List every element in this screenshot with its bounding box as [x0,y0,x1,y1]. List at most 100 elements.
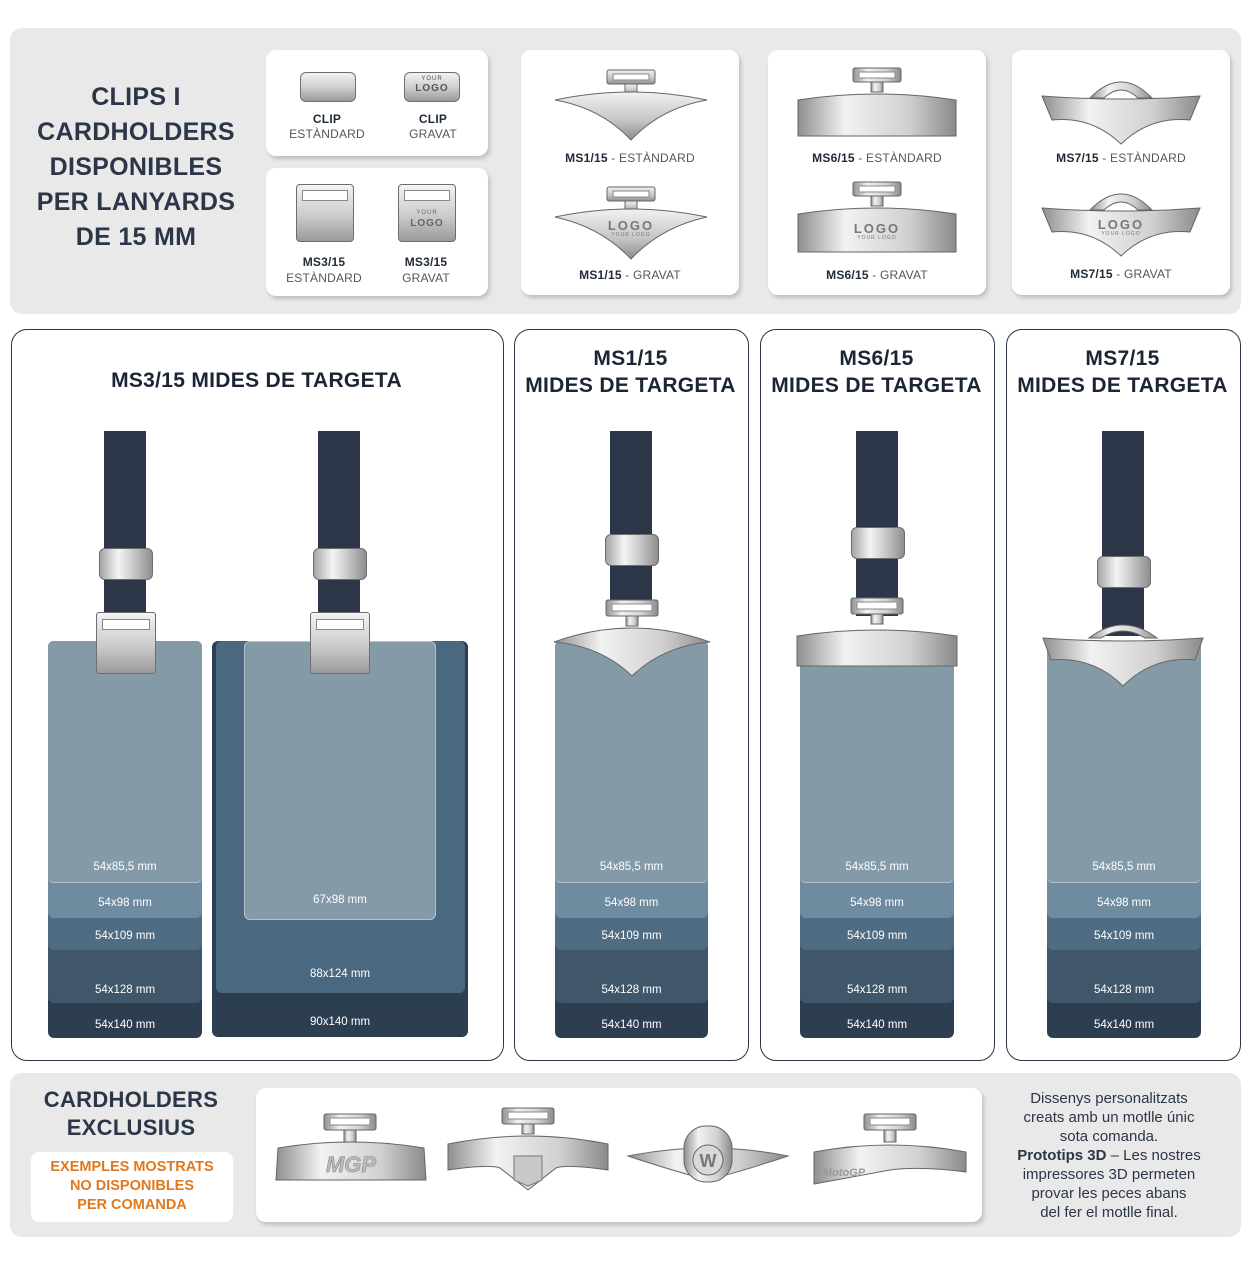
card-54x85-5 [800,641,954,883]
ms7-engraved-logo: LOGO YOUR LOGO [1097,217,1145,237]
size-label: 54x98 mm [604,897,659,909]
size-label: 54x85,5 mm [93,861,157,873]
ms3-engraved-image: YOUR LOGO [398,184,456,242]
clip-slider [605,534,659,566]
desc-line: creats amb un motlle únic [1023,1109,1195,1126]
ms6-standard-label: MS6/15 - ESTÀNDARD [812,151,942,165]
size-label: 54x109 mm [1093,930,1155,942]
prototype-line: Prototips 3D – Les nostres [994,1146,1224,1165]
lanyard-strap [104,431,146,646]
card-67x98 [244,641,436,920]
clip-card [266,50,488,156]
motogp-engraving: MotoGP [823,1167,866,1179]
title-line: MS1/15 [593,347,668,370]
notice-line: PER COMANDA [77,1197,187,1213]
size-label: 54x85,5 mm [1092,861,1156,873]
ms7-cardholder [1042,624,1204,687]
ms1-cardholder [553,599,711,677]
ms1-engraved-label: MS1/15 - GRAVAT [579,268,681,282]
desc-line: impressores 3D permeten [1022,1166,1196,1183]
card-54x85-5 [48,641,202,883]
ms7-engraved-label: MS7/15 - GRAVAT [1070,267,1172,281]
ms7-sizes-title: MS7/15 MIDES DE TARGETA [1006,345,1239,399]
ms1-engraved-image [554,186,708,260]
ms1-sizes-title: MS1/15 MIDES DE TARGETA [514,345,747,399]
title-line: DE 15 MM [75,223,197,251]
lanyard-strap [318,431,360,646]
size-label: 54x140 mm [94,1019,156,1031]
exclusive-holder-mgp: MGP [275,1113,427,1181]
title-line: CARDHOLDERS [43,1087,219,1112]
size-label: 54x140 mm [601,1019,662,1031]
lanyard-strap [610,431,652,616]
title-line: MS7/15 [1085,347,1160,370]
title-line: PER LANYARDS [36,188,236,216]
exclusive-holder-crest [447,1107,609,1191]
title-line: CARDHOLDERS [37,118,235,146]
title-line: MIDES DE TARGETA [1017,374,1228,397]
size-label: 88x124 mm [309,968,371,980]
title-line: MIDES DE TARGETA [525,374,736,397]
desc-line: del fer el motlle final. [1040,1204,1178,1221]
ms1-standard-label: MS1/15 - ESTÀNDARD [565,151,695,165]
prototype-rest: – Les nostres [1106,1147,1201,1164]
ms6-engraved-logo: LOGO YOUR LOGO [853,221,901,241]
clip-slider [99,548,153,580]
clip-standard-image [300,72,356,102]
ms7-standard-image [1041,81,1201,145]
size-label: 54x98 mm [850,897,904,909]
size-label: 54x109 mm [601,930,662,942]
size-label: 54x109 mm [846,930,908,942]
size-label: 54x128 mm [846,984,908,996]
ms3-cardholder [96,612,156,674]
clip-slider [1097,556,1151,588]
desc-line: provar les peces abans [1031,1185,1187,1202]
size-label: 54x85,5 mm [599,861,664,873]
title-line: MIDES DE TARGETA [771,374,982,397]
size-label: 54x140 mm [1093,1019,1155,1031]
ms1-standard-image [554,69,708,141]
w-engraving: W [700,1151,717,1171]
exclusive-title: CARDHOLDERS EXCLUSIUS [20,1086,242,1142]
ms6-sizes-title: MS6/15 MIDES DE TARGETA [760,345,993,399]
card-54x85-5 [555,641,708,883]
size-label: 54x128 mm [601,984,662,996]
ms7-standard-label: MS7/15 - ESTÀNDARD [1056,151,1186,165]
title-line: EXCLUSIUS [66,1115,196,1140]
ms7-engraved-image [1041,193,1201,257]
prototype-bold: Prototips 3D [1017,1147,1107,1164]
notice-line: EXEMPLES MOSTRATS [50,1159,214,1175]
title-line: DISPONIBLES [49,153,223,181]
exclusive-description: Dissenys personalitzats creats amb un mo… [994,1089,1224,1222]
ms3-cardholder [310,612,370,674]
page-title: CLIPS I CARDHOLDERS DISPONIBLES PER LANY… [20,80,252,255]
desc-line: Dissenys personalitzats [1030,1090,1188,1107]
desc-line: sota comanda. [1059,1128,1159,1145]
ms3-sizes-title: MS3/15 MIDES DE TARGETA [111,369,402,392]
size-label: 54x98 mm [98,897,152,909]
size-label: 54x85,5 mm [845,861,909,873]
size-label: 54x109 mm [94,930,156,942]
clip-slider [313,548,367,580]
size-label: 67x98 mm [313,894,367,906]
size-label: 54x140 mm [846,1019,908,1031]
title-line: MS6/15 [839,347,914,370]
size-label: 54x128 mm [1093,984,1155,996]
ms6-cardholder [796,597,958,667]
exclusive-notice: EXEMPLES MOSTRATS NO DISPONIBLES PER COM… [31,1152,233,1222]
ms3-standard-image [296,184,354,242]
ms6-engraved-image [797,181,957,253]
exclusive-holder-motogp: MotoGP [813,1113,967,1185]
lanyard-strap [856,431,898,616]
ms6-standard-image [797,67,957,137]
clip-engraved-image: YOUR LOGO [404,72,460,102]
size-label: 54x128 mm [94,984,156,996]
notice-line: NO DISPONIBLES [69,1178,195,1194]
size-label: 54x98 mm [1097,897,1151,909]
size-label: 90x140 mm [309,1016,371,1028]
exclusive-holder-round: W [626,1125,790,1183]
